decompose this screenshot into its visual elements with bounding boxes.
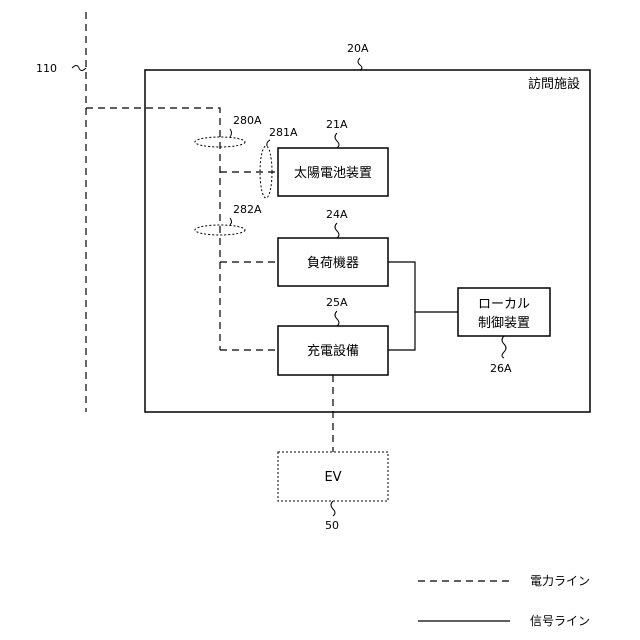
- controller-leader: [502, 336, 506, 358]
- charger-label: 充電設備: [307, 343, 359, 359]
- controller-label-1: ローカル: [478, 297, 530, 312]
- legend-signal-label: 信号ライン: [530, 614, 590, 628]
- solar-leader: [335, 133, 339, 148]
- tap-282a-label: 282A: [233, 203, 262, 216]
- load-leader: [335, 223, 339, 238]
- controller-ref: 26A: [490, 362, 512, 375]
- label-110: 110: [36, 62, 57, 75]
- tap-281a-leader: [267, 140, 270, 146]
- leader-110: [72, 66, 86, 71]
- load-label: 負荷機器: [307, 256, 359, 271]
- ev-label: EV: [324, 470, 341, 485]
- power-branch: [86, 108, 220, 350]
- legend-power-label: 電力ライン: [530, 574, 590, 588]
- facility-ref: 20A: [347, 42, 369, 55]
- ev-leader: [331, 501, 335, 516]
- charger-ref: 25A: [326, 296, 348, 309]
- controller-label-2: 制御装置: [478, 316, 530, 331]
- tap-280a-leader: [230, 129, 232, 137]
- tap-282a-leader: [230, 218, 232, 225]
- facility-leader: [358, 58, 362, 70]
- solar-ref: 21A: [326, 118, 348, 131]
- tap-280a-label: 280A: [233, 114, 262, 127]
- charger-leader: [335, 311, 339, 326]
- load-ref: 24A: [326, 208, 348, 221]
- signal-load: [388, 262, 415, 350]
- facility-name: 訪問施設: [528, 76, 580, 92]
- ev-ref: 50: [325, 519, 339, 532]
- solar-label: 太陽電池装置: [294, 166, 372, 181]
- tap-281a-label: 281A: [269, 126, 298, 139]
